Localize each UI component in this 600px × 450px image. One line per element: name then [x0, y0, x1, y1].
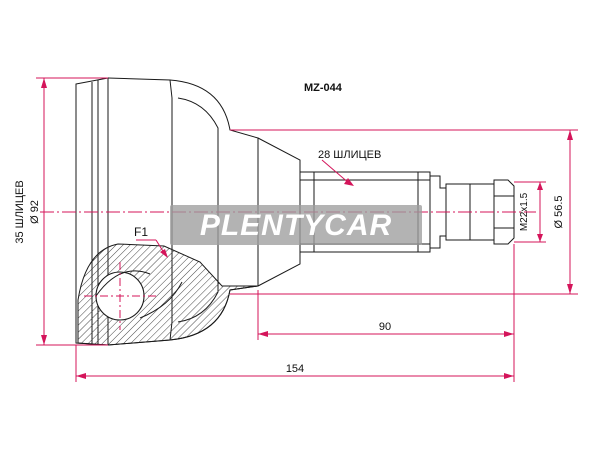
cage-line	[95, 270, 151, 297]
arrow-icon	[537, 234, 543, 242]
dimension-90-label: 90	[379, 321, 391, 333]
dimension-154-label: 154	[286, 363, 304, 375]
housing-diameter-label: Ø 92	[29, 200, 41, 224]
arrow-icon	[41, 335, 47, 345]
watermark: PLENTYCAR	[170, 205, 422, 245]
f1-label: F1	[134, 225, 148, 239]
arrow-icon	[537, 182, 543, 190]
nut	[493, 179, 515, 245]
arrow-icon	[160, 249, 168, 258]
thread-label: M22x1.5	[519, 192, 530, 231]
arrow-icon	[504, 373, 514, 379]
arrow-icon	[567, 130, 573, 140]
arrow-heads	[41, 78, 573, 379]
arrow-icon	[41, 78, 47, 88]
arrow-icon	[567, 284, 573, 294]
watermark-band	[170, 205, 422, 245]
watermark-text: PLENTYCAR	[200, 209, 392, 242]
spline-housing-label: 35 ШЛИЦЕВ	[14, 180, 26, 243]
part-code: MZ-044	[304, 82, 343, 94]
arrow-icon	[76, 373, 86, 379]
spline-shaft-label: 28 ШЛИЦЕВ	[318, 149, 381, 161]
arrow-icon	[258, 331, 268, 337]
spline-leader-line	[321, 159, 351, 185]
arrow-icon	[504, 331, 514, 337]
arrow-icon	[344, 178, 354, 186]
cage-line	[139, 281, 183, 319]
shaft-diameter-label: Ø 56.5	[553, 195, 565, 228]
